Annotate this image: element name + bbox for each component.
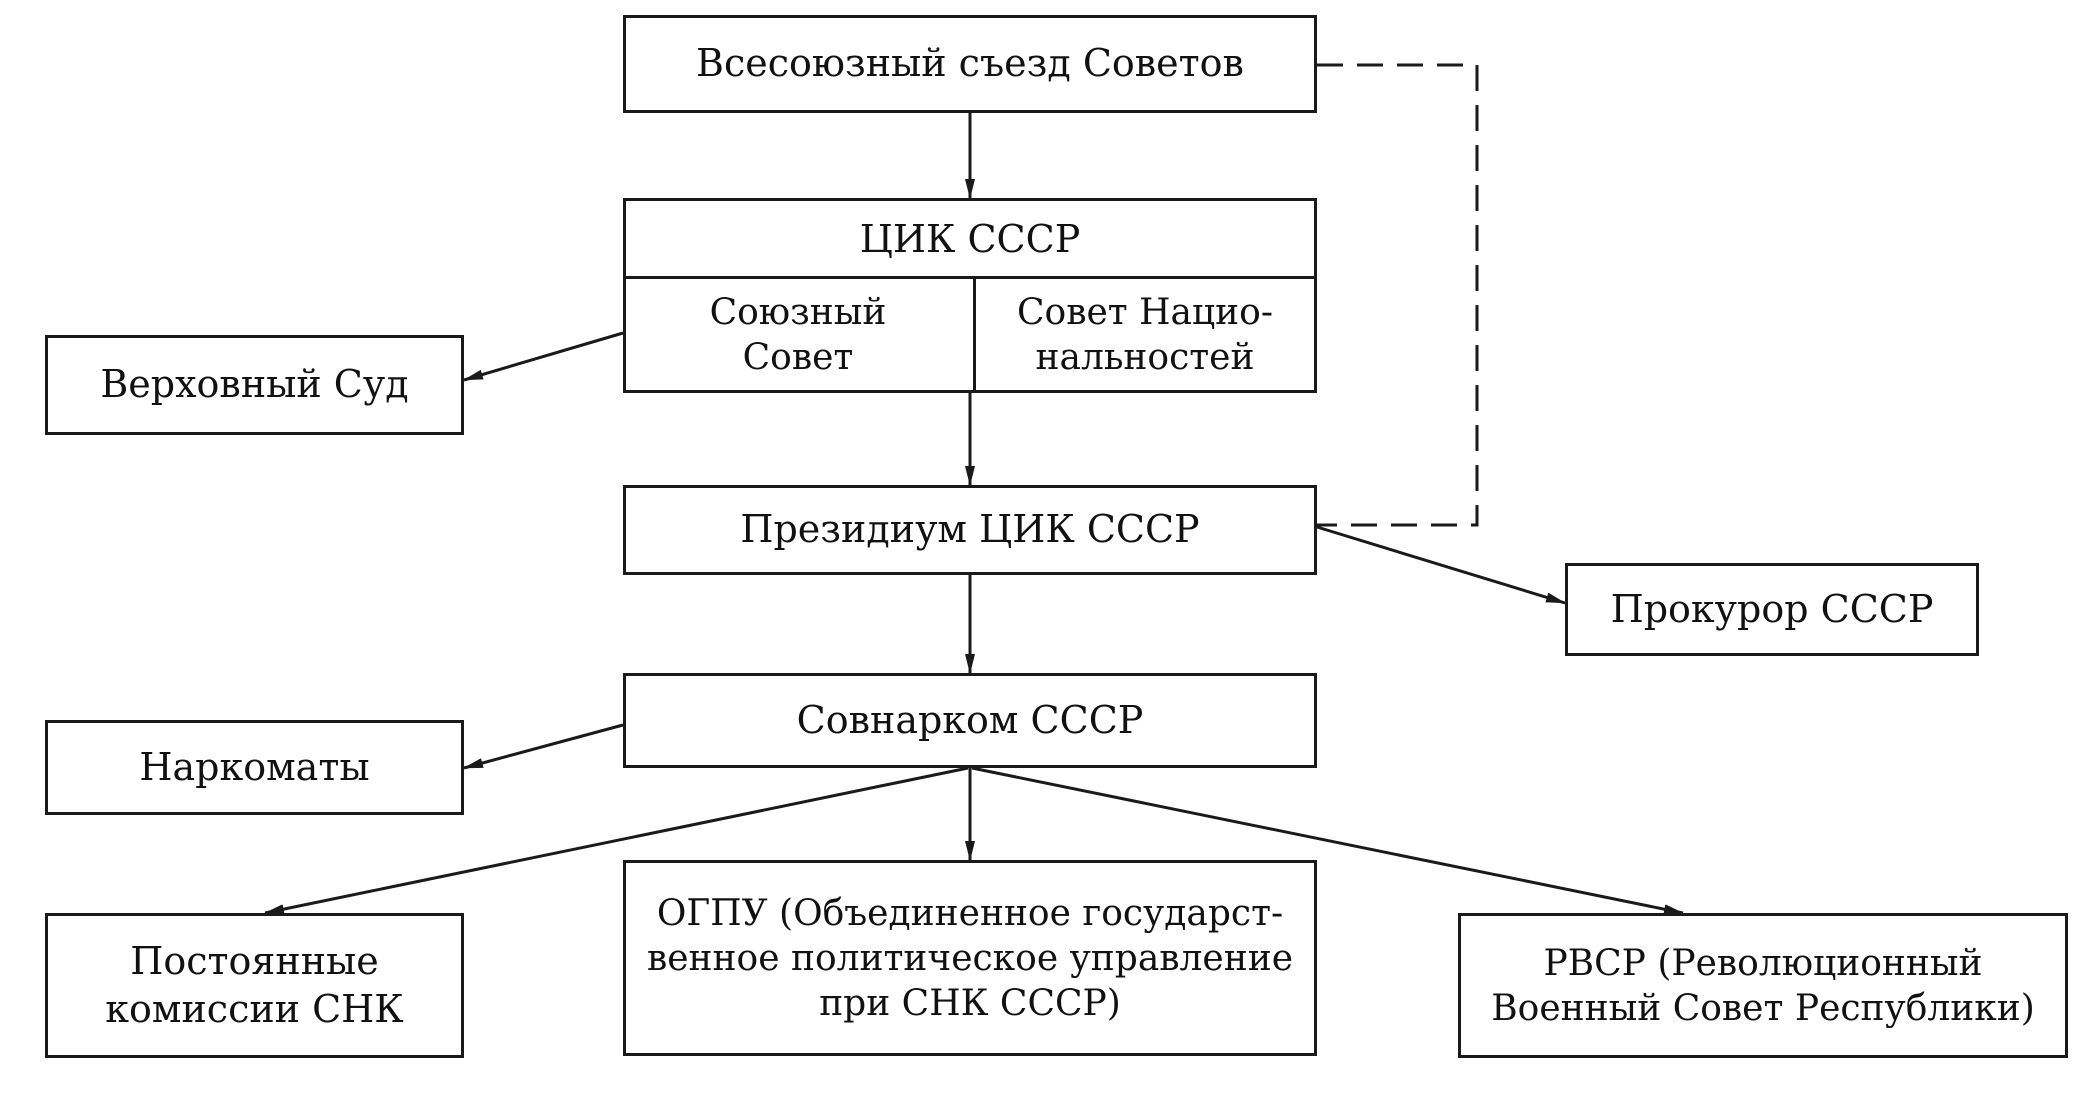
node-sovnarkom: Совнарком СССР [623, 673, 1317, 768]
node-supreme-court: Верховный Суд [45, 335, 464, 435]
node-supreme-court-label: Верховный Суд [100, 362, 409, 407]
node-ogpu: ОГПУ (Объединенное государст- венное пол… [623, 860, 1317, 1056]
node-rvsr: РВСР (Революционный Военный Совет Респуб… [1458, 913, 2068, 1058]
node-sovnarkom-label: Совнарком СССР [796, 697, 1144, 742]
arrow-cik-to-supreme-court [463, 331, 624, 382]
arrow-sovnarkom-to-commissions [264, 766, 969, 915]
node-narkomats: Наркоматы [45, 720, 464, 815]
dashed-link-congress-presidium [1317, 63, 1479, 527]
arrow-sovnarkom-to-rvsr [971, 766, 1684, 915]
node-presidium-label: Президиум ЦИК СССР [740, 507, 1200, 552]
node-narkomats-label: Наркоматы [139, 744, 370, 789]
node-ogpu-label: ОГПУ (Объединенное государст- венное пол… [646, 892, 1294, 1024]
node-congress: Всесоюзный съезд Советов [623, 15, 1317, 113]
node-prosecutor: Прокурор СССР [1565, 563, 1979, 656]
node-congress-label: Всесоюзный съезд Советов [696, 41, 1244, 86]
node-commissions: Постоянные комиссии СНК [45, 913, 464, 1058]
node-nationalities-council: Совет Нацио- нальностей [973, 279, 1314, 390]
node-commissions-label: Постоянные комиссии СНК [105, 939, 404, 1031]
arrow-presidium-to-prosecutor [1316, 525, 1566, 605]
node-cik-title: ЦИК СССР [626, 201, 1314, 279]
node-union-council: Союзный Совет [709, 291, 887, 378]
arrow-sovnarkom-to-narkomats [463, 723, 624, 770]
node-rvsr-label: РВСР (Революционный Военный Совет Респуб… [1491, 942, 2035, 1029]
node-cik: ЦИК СССР Союзный Совет Совет Нацио- наль… [623, 198, 1317, 393]
node-prosecutor-label: Прокурор СССР [1610, 586, 1934, 631]
node-presidium: Президиум ЦИК СССР [623, 485, 1317, 575]
